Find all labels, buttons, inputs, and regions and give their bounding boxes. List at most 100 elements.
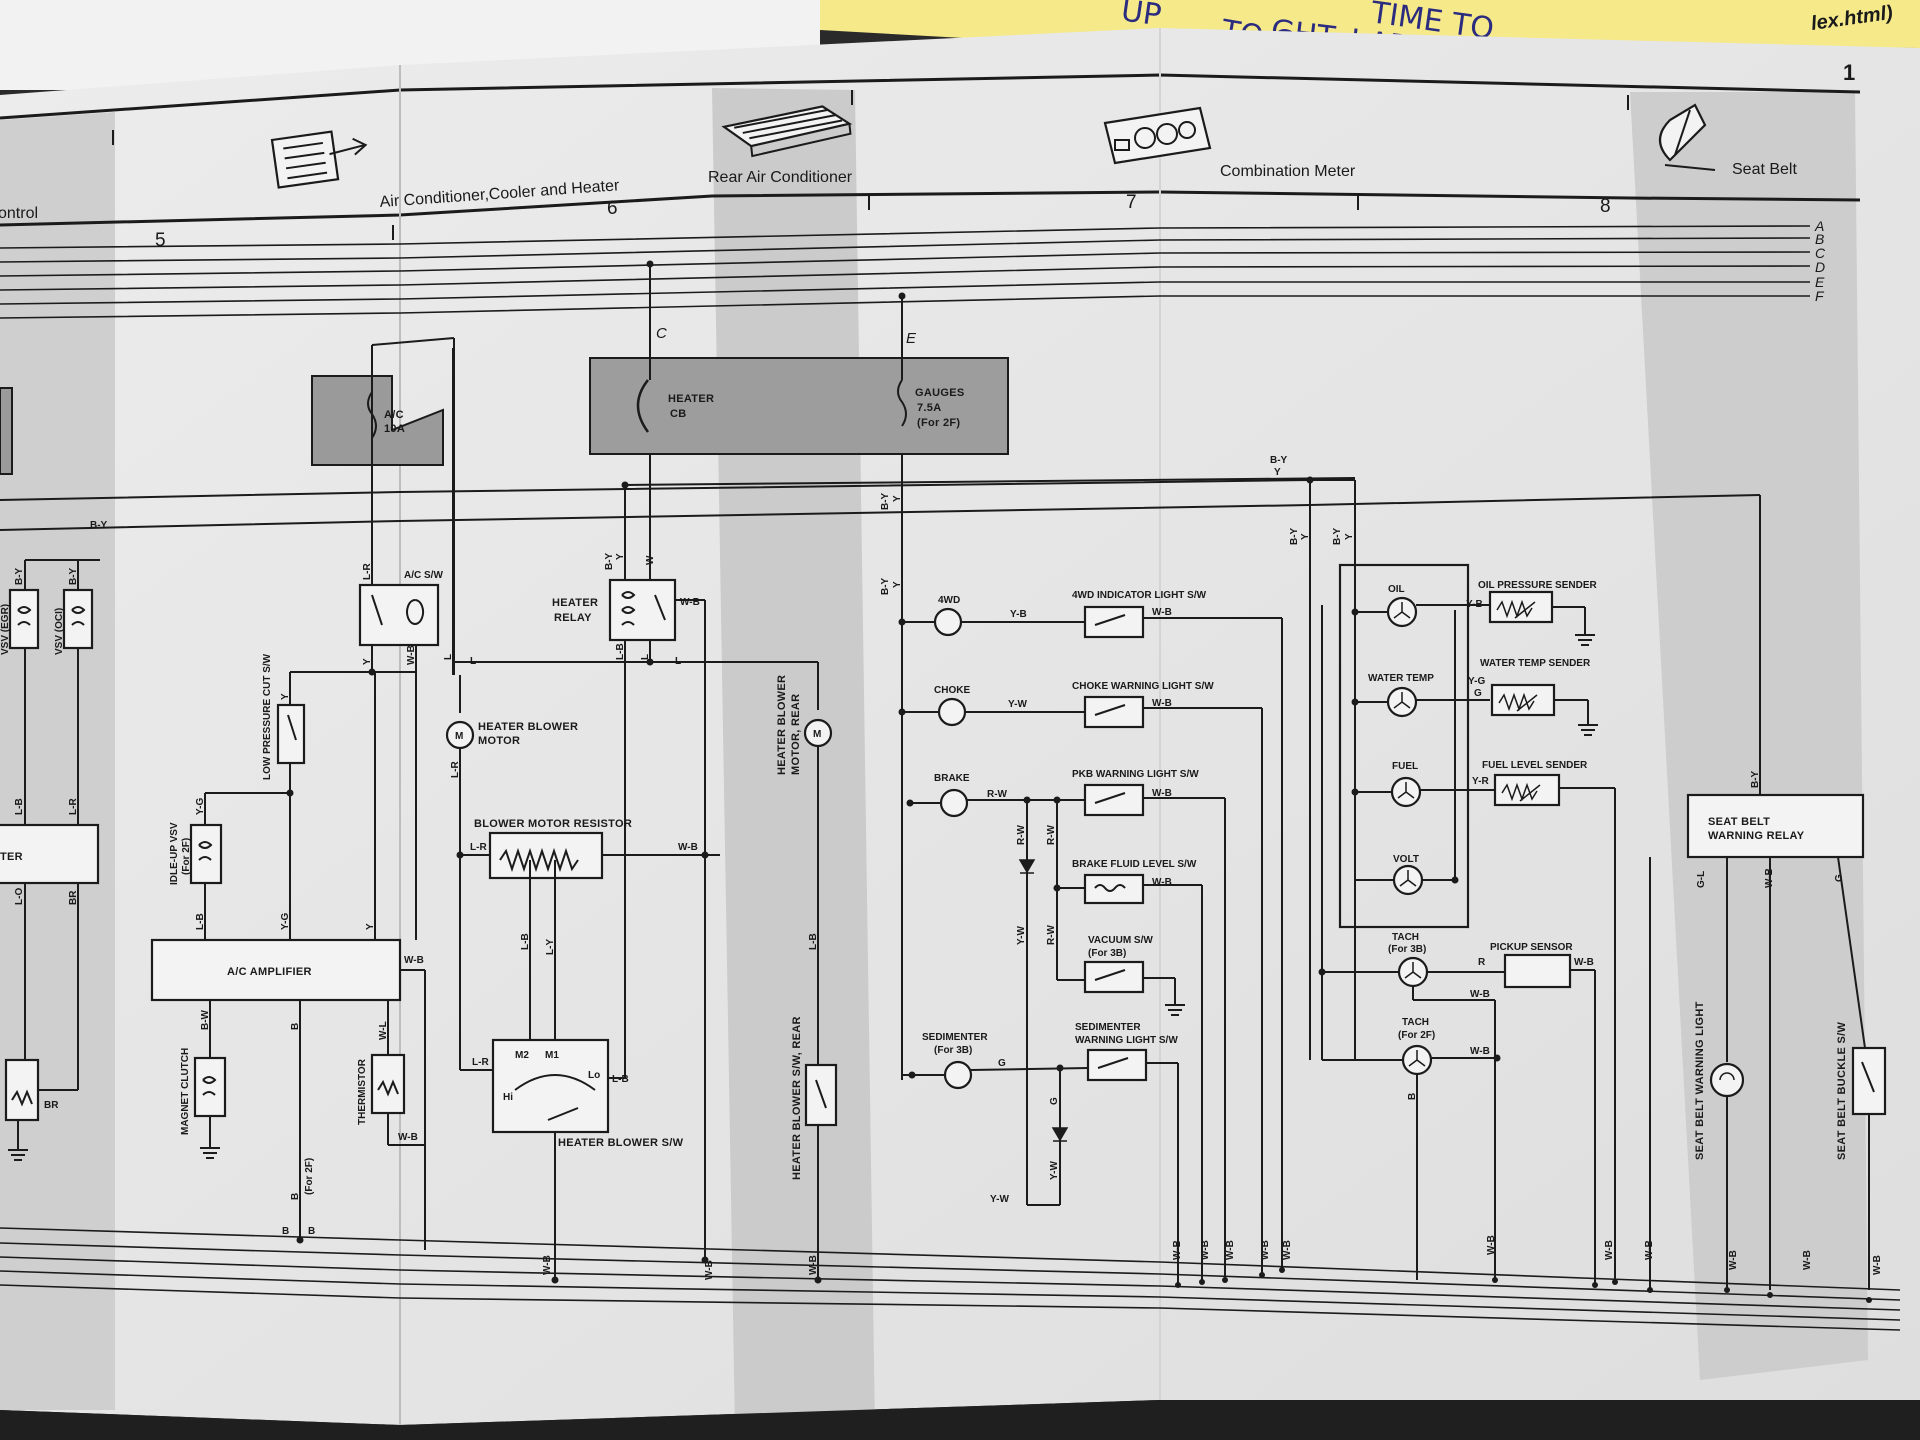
svg-text:HEATER: HEATER — [668, 393, 714, 405]
bus-letter-b: B — [1815, 231, 1824, 247]
svg-text:VACUUM S/W: VACUUM S/W — [1088, 935, 1153, 946]
svg-text:Y: Y — [615, 553, 626, 560]
svg-text:Y-W: Y-W — [1016, 926, 1027, 945]
svg-text:B-Y: B-Y — [1750, 770, 1761, 788]
svg-text:M: M — [455, 731, 463, 742]
svg-text:Hi: Hi — [503, 1092, 513, 1103]
svg-text:W-B: W-B — [1470, 989, 1490, 1000]
svg-text:Y-W: Y-W — [1049, 1161, 1060, 1180]
svg-text:BR: BR — [68, 890, 79, 905]
gauge-oil — [1355, 596, 1490, 628]
svg-text:L-R: L-R — [450, 761, 461, 778]
svg-text:W-B: W-B — [1764, 868, 1775, 888]
indicator-sedimenter — [943, 1060, 973, 1090]
svg-text:L: L — [675, 656, 681, 667]
indicator-4wd — [933, 607, 963, 637]
svg-text:MOTOR: MOTOR — [478, 735, 520, 747]
svg-text:L-B: L-B — [195, 913, 206, 930]
svg-text:10A: 10A — [384, 423, 405, 435]
svg-text:Lo: Lo — [588, 1070, 600, 1081]
ac-amplifier — [150, 938, 402, 1002]
svg-text:TER: TER — [0, 851, 23, 863]
svg-text:VSV (OCI): VSV (OCI) — [54, 608, 65, 655]
svg-text:PKB WARNING LIGHT S/W: PKB WARNING LIGHT S/W — [1072, 769, 1199, 780]
gauge-water-temp — [1355, 686, 1490, 718]
section-title-rear-ac: Rear Air Conditioner — [708, 169, 853, 186]
svg-text:TACH: TACH — [1392, 932, 1419, 943]
switch-brake-fluid-level — [1083, 873, 1145, 905]
svg-text:L-R: L-R — [68, 798, 79, 815]
band-seat-belt — [1630, 92, 1868, 1380]
svg-text:L: L — [640, 654, 651, 660]
svg-text:(For 2F): (For 2F) — [917, 417, 960, 429]
svg-text:CHOKE WARNING LIGHT S/W: CHOKE WARNING LIGHT S/W — [1072, 681, 1214, 692]
bottom-bus-lines — [0, 1227, 1901, 1331]
switch-choke-warning — [1083, 695, 1145, 729]
svg-text:L-O: L-O — [14, 888, 25, 905]
svg-text:A/C AMPLIFIER: A/C AMPLIFIER — [227, 966, 312, 978]
section-title-control: ontrol — [0, 205, 38, 222]
svg-text:SEAT BELT: SEAT BELT — [1708, 816, 1770, 828]
section-title-meter: Combination Meter — [1220, 163, 1356, 180]
svg-text:G: G — [1049, 1097, 1060, 1105]
svg-text:L-B: L-B — [520, 933, 531, 950]
svg-text:WATER TEMP: WATER TEMP — [1368, 673, 1434, 684]
svg-text:Y: Y — [1274, 467, 1281, 478]
combination-meter-icon — [1103, 106, 1212, 165]
vsv-egr — [8, 588, 40, 650]
seat-belt-icon — [1658, 103, 1716, 171]
svg-text:L-R: L-R — [470, 842, 487, 853]
svg-text:Y: Y — [1300, 533, 1311, 540]
svg-text:G: G — [1834, 874, 1845, 882]
svg-text:W-B: W-B — [1470, 1046, 1490, 1057]
svg-text:Y-B: Y-B — [1466, 599, 1483, 610]
svg-text:R-W: R-W — [987, 789, 1008, 800]
left-partial-box — [0, 387, 13, 475]
svg-text:B-Y: B-Y — [1289, 527, 1300, 545]
svg-text:MOTOR, REAR: MOTOR, REAR — [790, 694, 802, 775]
idle-up-vsv — [189, 823, 223, 885]
svg-text:THERMISTOR: THERMISTOR — [357, 1058, 368, 1125]
fuel-level-sender — [1493, 773, 1561, 807]
indicator-choke — [937, 697, 967, 727]
svg-text:HEATER BLOWER: HEATER BLOWER — [478, 721, 578, 733]
svg-text:W-B: W-B — [680, 597, 700, 608]
pickup-sensor — [1503, 953, 1572, 989]
svg-text:BRAKE: BRAKE — [934, 773, 970, 784]
svg-text:A/C: A/C — [384, 409, 404, 421]
switch-4wd-indicator — [1083, 605, 1145, 639]
svg-text:W-B: W-B — [404, 955, 424, 966]
svg-text:B: B — [282, 1226, 289, 1237]
svg-text:SEAT BELT WARNING LIGHT: SEAT BELT WARNING LIGHT — [1694, 1001, 1706, 1160]
svg-text:L-B: L-B — [615, 643, 626, 660]
svg-text:B-Y: B-Y — [1332, 527, 1343, 545]
svg-text:M1: M1 — [545, 1050, 559, 1061]
svg-text:W-B: W-B — [1872, 1255, 1883, 1275]
svg-text:G-L: G-L — [1696, 871, 1707, 888]
svg-text:GAUGES: GAUGES — [915, 387, 964, 399]
bus-letter-c: C — [1815, 245, 1826, 261]
svg-text:W-B: W-B — [1728, 1250, 1739, 1270]
svg-text:Y-G: Y-G — [280, 913, 291, 930]
svg-text:L-Y: L-Y — [545, 939, 556, 955]
svg-text:B-Y: B-Y — [1270, 455, 1288, 466]
svg-text:W-B: W-B — [1802, 1250, 1813, 1270]
diode-2 — [1051, 1127, 1069, 1142]
svg-text:L-R: L-R — [362, 563, 373, 580]
svg-text:VOLT: VOLT — [1393, 854, 1419, 865]
svg-text:Y: Y — [892, 581, 903, 588]
svg-text:W-B: W-B — [678, 842, 698, 853]
svg-text:CHOKE: CHOKE — [934, 685, 970, 696]
svg-text:R: R — [1478, 957, 1486, 968]
svg-text:OIL PRESSURE SENDER: OIL PRESSURE SENDER — [1478, 580, 1598, 591]
svg-text:Y: Y — [1344, 533, 1355, 540]
svg-text:HEATER BLOWER S/W, REAR: HEATER BLOWER S/W, REAR — [791, 1016, 803, 1180]
switch-sedimenter-warning — [1086, 1048, 1148, 1082]
svg-text:RELAY: RELAY — [554, 612, 592, 624]
svg-text:M: M — [813, 729, 821, 740]
indicator-brake — [939, 788, 969, 818]
section-number-7: 7 — [1126, 192, 1137, 213]
svg-text:B: B — [1407, 1093, 1418, 1100]
svg-text:PICKUP SENSOR: PICKUP SENSOR — [1490, 942, 1573, 953]
